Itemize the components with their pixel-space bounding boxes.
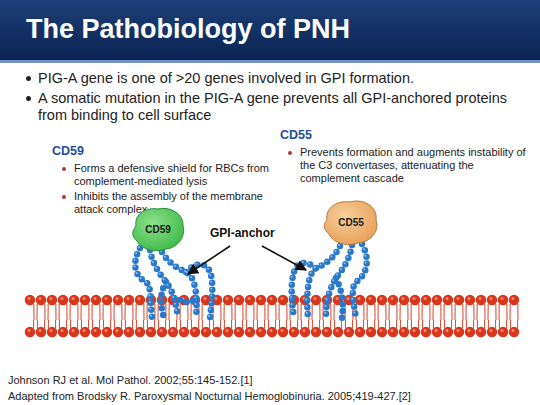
sub-bullet-text: Forms a defensive shield for RBCs from c… bbox=[74, 162, 279, 188]
leader-arrow bbox=[262, 246, 306, 270]
bullet-marker bbox=[26, 76, 31, 81]
protein-name: CD55 bbox=[320, 196, 382, 248]
lipid-shine bbox=[29, 329, 519, 332]
bullet-marker bbox=[62, 167, 66, 171]
title-bar bbox=[0, 0, 540, 60]
gpi-bead-shine bbox=[134, 247, 211, 317]
lipid-heads-top bbox=[30, 295, 520, 306]
lipid-shine bbox=[29, 297, 519, 300]
protein-heading: CD55 bbox=[280, 128, 360, 143]
bullet-text: A somatic mutation in the PIG-A gene pre… bbox=[38, 90, 508, 124]
reference: Adapted from Brodsky R. Paroxysmal Noctu… bbox=[8, 390, 538, 403]
lipid-heads-bottom bbox=[30, 327, 520, 338]
protein-blob: CD59 bbox=[128, 204, 188, 254]
gpi-anchor-left bbox=[135, 248, 212, 318]
bullet-marker bbox=[288, 151, 292, 155]
bullet-marker bbox=[62, 195, 66, 199]
slide-title: The Pathobiology of PNH bbox=[26, 14, 350, 46]
anchor-label: GPI-anchor bbox=[210, 226, 300, 240]
bullet-text: PIG-A gene is one of >20 genes involved … bbox=[38, 70, 533, 87]
bullet-marker bbox=[26, 96, 31, 101]
protein-blob: CD55 bbox=[320, 196, 382, 248]
protein-name: CD59 bbox=[128, 204, 188, 254]
gpi-bead-shine bbox=[291, 243, 366, 317]
gpi-anchor-right bbox=[292, 244, 367, 318]
title-rule bbox=[0, 60, 540, 63]
sub-bullet-text: Prevents formation and augments instabil… bbox=[300, 146, 532, 185]
lipid-tails bbox=[30, 304, 520, 328]
leader-arrow bbox=[188, 246, 230, 274]
reference: Johnson RJ et al. Mol Pathol. 2002;55:14… bbox=[8, 374, 528, 387]
protein-heading: CD59 bbox=[52, 144, 132, 159]
